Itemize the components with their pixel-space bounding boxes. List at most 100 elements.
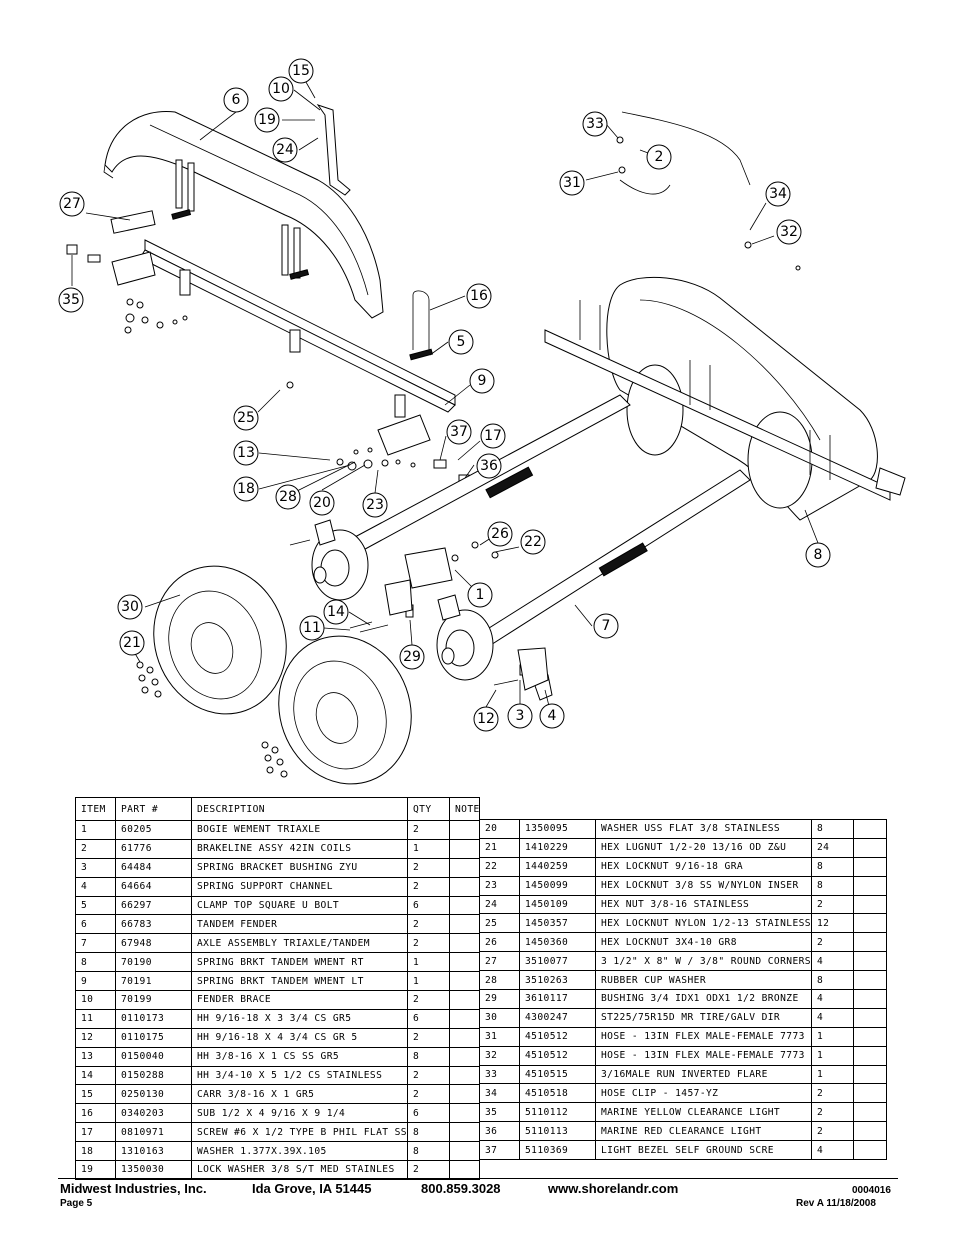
cell-part-number: 4510518 xyxy=(519,1083,596,1104)
svg-text:3: 3 xyxy=(516,708,525,724)
cell-description: HH 3/8-16 X 1 CS SS GR5 xyxy=(191,1046,408,1067)
cell-item: 10 xyxy=(75,990,116,1010)
callout-14: 14 xyxy=(323,599,349,625)
callout-32: 32 xyxy=(776,219,802,245)
svg-text:4: 4 xyxy=(548,708,557,724)
cell-part-number: 1350095 xyxy=(519,819,596,839)
cell-qty: 2 xyxy=(407,914,450,935)
cell-description: HEX LOCKNUT NYLON 1/2-13 STAINLESS xyxy=(595,913,812,934)
cell-note xyxy=(449,895,480,916)
cell-description: HH 3/4-10 X 5 1/2 CS STAINLESS xyxy=(191,1065,408,1086)
cell-qty: 2 xyxy=(811,894,854,915)
cell-description: SPRING BRKT TANDEM WMENT LT xyxy=(191,971,408,992)
cell-note xyxy=(853,989,887,1009)
svg-text:29: 29 xyxy=(403,649,421,665)
footer-website[interactable]: www.shorelandr.com xyxy=(548,1181,679,1196)
svg-text:36: 36 xyxy=(480,458,498,474)
cell-item: 9 xyxy=(75,971,116,992)
cell-note xyxy=(449,1103,480,1124)
cell-qty: 8 xyxy=(811,970,854,991)
cell-note xyxy=(449,952,480,973)
cell-qty: 2 xyxy=(811,1083,854,1104)
cell-description: HEX LOCKNUT 9/16-18 GRA xyxy=(595,856,812,877)
svg-text:23: 23 xyxy=(366,497,384,513)
cell-qty: 2 xyxy=(407,933,450,954)
cell-description: MARINE YELLOW CLEARANCE LIGHT xyxy=(595,1102,812,1123)
callout-37: 37 xyxy=(446,419,472,445)
cell-description: ST225/75R15D MR TIRE/GALV DIR xyxy=(595,1007,812,1028)
cell-qty: 2 xyxy=(407,990,450,1010)
svg-text:35: 35 xyxy=(62,292,80,308)
cell-item: 32 xyxy=(479,1045,520,1066)
cell-item: 12 xyxy=(75,1027,116,1048)
cell-part-number: 4510515 xyxy=(519,1064,596,1085)
cell-qty: 8 xyxy=(407,1046,450,1067)
svg-text:11: 11 xyxy=(303,620,321,636)
cell-part-number: 1440259 xyxy=(519,856,596,877)
cell-description: SPRING BRACKET BUSHING ZYU xyxy=(191,857,408,878)
callout-1: 1 xyxy=(467,582,493,608)
callout-5: 5 xyxy=(448,329,474,355)
svg-text:1: 1 xyxy=(476,587,485,603)
cell-description: HEX NUT 3/8-16 STAINLESS xyxy=(595,894,812,915)
cell-part-number: 0110175 xyxy=(115,1027,192,1048)
footer-rule xyxy=(58,1178,898,1179)
svg-text:2: 2 xyxy=(655,149,664,165)
callout-29: 29 xyxy=(399,644,425,670)
cell-description: HOSE - 13IN FLEX MALE-FEMALE 7773 xyxy=(595,1026,812,1047)
cell-item: 22 xyxy=(479,856,520,877)
cell-description: HH 9/16-18 X 4 3/4 CS GR 5 xyxy=(191,1027,408,1048)
cell-part-number: 64664 xyxy=(115,876,192,897)
cell-item: 3 xyxy=(75,857,116,878)
cell-note xyxy=(853,856,887,877)
cell-description: SUB 1/2 X 4 9/16 X 9 1/4 xyxy=(191,1103,408,1124)
callout-13: 13 xyxy=(233,440,259,466)
cell-part-number: 1350030 xyxy=(115,1160,192,1180)
callout-34: 34 xyxy=(765,181,791,207)
header-description: DESCRIPTION xyxy=(191,797,408,821)
callout-25: 25 xyxy=(233,405,259,431)
cell-qty: 2 xyxy=(811,1121,854,1142)
cell-item: 11 xyxy=(75,1008,116,1029)
callout-10: 10 xyxy=(268,76,294,102)
svg-text:24: 24 xyxy=(276,142,294,158)
cell-description: BOGIE WEMENT TRIAXLE xyxy=(191,820,408,840)
cell-description: SPRING SUPPORT CHANNEL xyxy=(191,876,408,897)
cell-note xyxy=(449,857,480,878)
svg-text:37: 37 xyxy=(450,424,468,440)
cell-qty: 2 xyxy=(811,1102,854,1123)
svg-text:18: 18 xyxy=(237,481,255,497)
svg-text:34: 34 xyxy=(769,186,787,202)
svg-text:14: 14 xyxy=(327,604,345,620)
footer-revision: Rev A 11/18/2008 xyxy=(796,1198,876,1209)
svg-text:25: 25 xyxy=(237,410,255,426)
cell-item: 28 xyxy=(479,970,520,991)
cell-description: TANDEM FENDER xyxy=(191,914,408,935)
cell-description: HOSE - 13IN FLEX MALE-FEMALE 7773 xyxy=(595,1045,812,1066)
callout-36: 36 xyxy=(476,453,502,479)
cell-note xyxy=(449,1084,480,1105)
cell-item: 17 xyxy=(75,1122,116,1143)
cell-qty: 6 xyxy=(407,1008,450,1029)
cell-item: 13 xyxy=(75,1046,116,1067)
cell-item: 36 xyxy=(479,1121,520,1142)
leader-lines xyxy=(71,74,819,715)
header-item: ITEM xyxy=(75,797,116,821)
spring-bracket-left-drawing xyxy=(111,239,456,456)
cell-note xyxy=(853,932,887,953)
cell-note xyxy=(853,1045,887,1066)
cell-note xyxy=(449,933,480,954)
footer-phone: 800.859.3028 xyxy=(421,1181,501,1196)
cell-note xyxy=(449,1046,480,1067)
